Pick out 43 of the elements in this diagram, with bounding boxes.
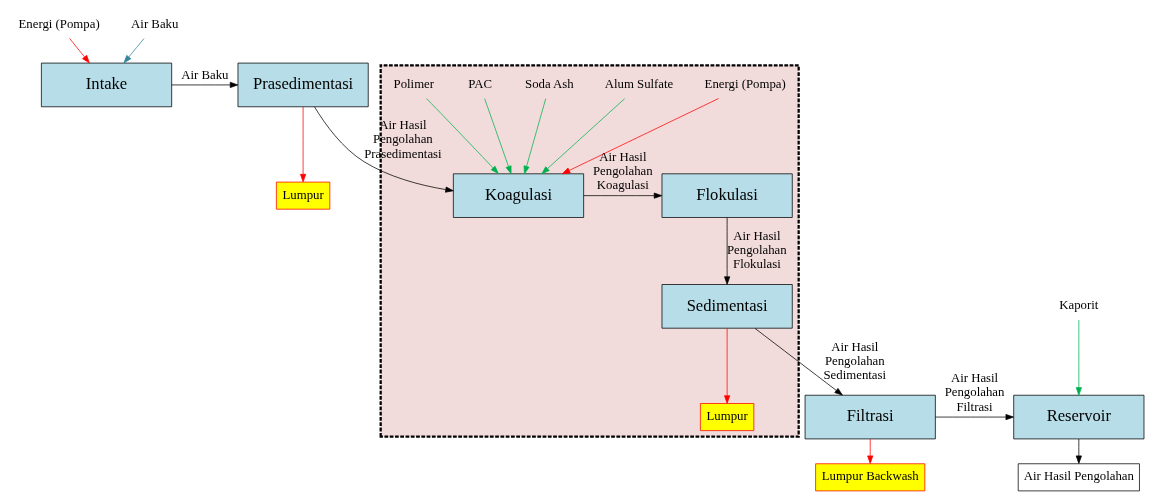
node-box: Lumpur Backwash bbox=[815, 463, 926, 492]
arrow bbox=[867, 438, 874, 464]
arrow bbox=[484, 98, 512, 175]
edge-label: Air Hasil Pengolahan Koagulasi bbox=[592, 149, 653, 193]
node-box: Air Hasil Pengolahan bbox=[1017, 463, 1140, 492]
node-text: Energi (Pompa) bbox=[18, 16, 100, 31]
node-box: Intake bbox=[41, 62, 173, 108]
node-box: Reservoir bbox=[1013, 394, 1145, 440]
arrow bbox=[171, 81, 239, 88]
arrow bbox=[541, 98, 626, 175]
arrow bbox=[583, 192, 663, 199]
edge-label: Air Hasil Pengolahan Flokulasi bbox=[727, 228, 787, 272]
arrow bbox=[724, 328, 731, 404]
node-box: Lumpur bbox=[700, 403, 755, 431]
edge-label: Air Hasil Pengolahan Prasedimentasi bbox=[364, 118, 442, 161]
edge-label: Air Hasil Pengolahan Sedimentasi bbox=[823, 339, 887, 383]
arrow bbox=[69, 38, 90, 64]
edge-label: Air Hasil Pengolahan Filtrasi bbox=[944, 371, 1005, 414]
arrow bbox=[935, 414, 1014, 421]
node-text: Polimer bbox=[393, 77, 435, 92]
arrow bbox=[1075, 438, 1082, 464]
node-box: Koagulasi bbox=[452, 173, 585, 218]
arrow bbox=[724, 217, 731, 285]
node-box: Flokulasi bbox=[661, 173, 793, 218]
arrow bbox=[426, 98, 499, 174]
node-text: Alum Sulfate bbox=[604, 77, 674, 92]
arrow bbox=[314, 106, 454, 193]
arrow bbox=[523, 98, 547, 175]
edge-label: Air Baku bbox=[181, 67, 229, 82]
node-box: Filtrasi bbox=[804, 394, 936, 440]
node-text: Energi (Pompa) bbox=[704, 77, 786, 92]
arrow bbox=[300, 106, 307, 183]
arrow bbox=[754, 328, 843, 396]
node-box: Sedimentasi bbox=[661, 284, 793, 329]
arrow bbox=[561, 98, 719, 175]
node-box: Prasedimentasi bbox=[237, 62, 369, 108]
arrow bbox=[1075, 319, 1082, 396]
node-text: Soda Ash bbox=[525, 77, 574, 92]
node-text: Kaporit bbox=[1059, 298, 1099, 313]
node-box: Lumpur bbox=[276, 181, 331, 210]
node-text: PAC bbox=[468, 77, 492, 92]
node-text: Air Baku bbox=[131, 16, 179, 31]
arrow bbox=[123, 38, 145, 64]
